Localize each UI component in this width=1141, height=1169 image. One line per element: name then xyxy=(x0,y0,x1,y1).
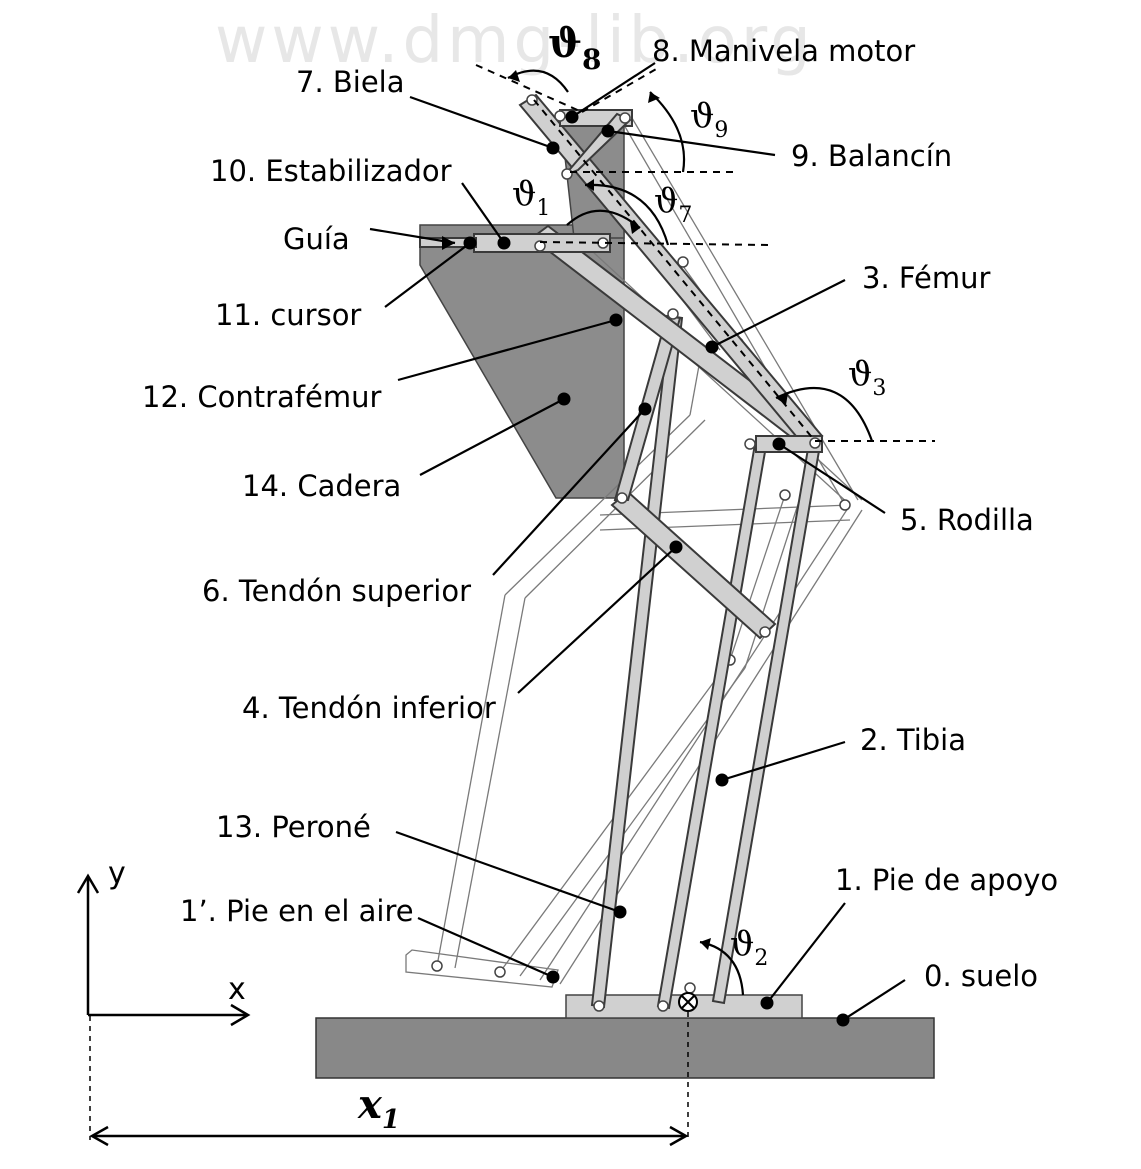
label-manivela-motor: 8. Manivela motor xyxy=(652,34,915,68)
axis-label-x: x xyxy=(228,972,246,1007)
label-tibia: 2. Tibia xyxy=(860,723,966,757)
leader-lines xyxy=(369,62,906,1021)
label-cadera: 14. Cadera xyxy=(242,469,401,503)
label-pie-aire: 1’. Pie en el aire xyxy=(180,894,414,928)
label-pie-apoyo: 1. Pie de apoyo xyxy=(835,863,1058,897)
angle-arcs xyxy=(507,69,874,996)
label-femur: 3. Fémur xyxy=(862,261,990,295)
angle-theta8: ϑ8 xyxy=(548,20,601,76)
angle-theta3: ϑ3 xyxy=(848,354,886,401)
label-biela: 7. Biela xyxy=(296,65,405,99)
ground xyxy=(315,1017,935,1079)
label-contrafemur: 12. Contrafémur xyxy=(142,380,381,414)
angle-theta7: ϑ7 xyxy=(654,181,692,228)
axis-label-y: y xyxy=(108,856,126,891)
label-estabilizador: 10. Estabilizador xyxy=(210,154,452,188)
label-perone: 13. Peroné xyxy=(216,810,371,844)
coordinate-axes xyxy=(76,873,251,1027)
label-balancin: 9. Balancín xyxy=(791,139,952,173)
angle-theta1: ϑ1 xyxy=(512,174,550,221)
foot-pivot-marker xyxy=(678,992,698,1012)
label-cursor: 11. cursor xyxy=(215,298,361,332)
angle-theta9: ϑ9 xyxy=(690,96,728,143)
tibia-bar-rear xyxy=(711,441,822,1005)
dimension-x1-label: x1 xyxy=(357,1081,400,1135)
reference-lines xyxy=(89,64,935,1140)
watermark: www.dmg-lib.org xyxy=(215,4,815,78)
label-guia: Guía xyxy=(283,222,350,256)
knee-plate xyxy=(755,435,823,453)
dimension-x1 xyxy=(89,1125,689,1147)
label-rodilla: 5. Rodilla xyxy=(900,503,1034,537)
label-tendon-superior: 6. Tendón superior xyxy=(202,574,471,608)
label-tendon-inferior: 4. Tendón inferior xyxy=(242,691,496,725)
marker-dots xyxy=(463,110,850,1027)
angle-theta2: ϑ2 xyxy=(730,924,768,971)
arrowheads xyxy=(442,70,788,950)
label-suelo: 0. suelo xyxy=(924,959,1038,993)
